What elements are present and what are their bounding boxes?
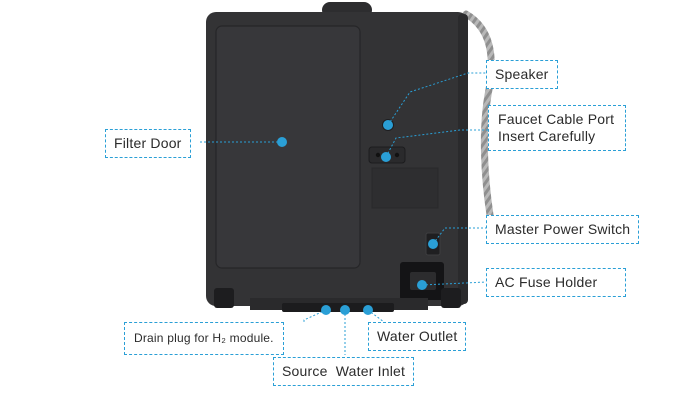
foot-right (441, 288, 461, 308)
foot-left (214, 288, 234, 308)
label-recess (371, 167, 439, 209)
leader-faucet-port (385, 129, 488, 158)
leader-speaker (387, 72, 486, 126)
braided-hose (462, 10, 496, 244)
marker-ac-fuse (417, 280, 427, 290)
leader-ac-fuse (421, 281, 487, 286)
marker-faucet-port (381, 152, 391, 162)
master-power-switch-label: Master Power Switch (486, 215, 640, 244)
filter-door-panel (215, 25, 361, 269)
bottom-port-strip (282, 303, 394, 312)
marker-drain-plug (321, 305, 331, 315)
faucet-port-line2: Insert Carefully (498, 128, 596, 144)
marker-power-switch (428, 239, 438, 249)
faucet-port-line1: Faucet Cable Port (498, 111, 615, 127)
leader-power-switch (432, 227, 486, 245)
ac-fuse-holder-label: AC Fuse Holder (486, 268, 626, 297)
faucet-port-hole-left (375, 152, 381, 158)
marker-source-inlet (340, 305, 350, 315)
speaker-label: Speaker (486, 60, 558, 89)
marker-water-outlet (363, 305, 373, 315)
leader-drain-plug (303, 309, 327, 322)
water-outlet-label: Water Outlet (368, 322, 467, 351)
faucet-port-hole-right (394, 152, 400, 158)
device-side-shade (458, 14, 468, 304)
marker-filter-door (277, 137, 287, 147)
drain-plug-label: Drain plug for H₂ module. (124, 322, 284, 355)
leader-water-outlet (367, 309, 385, 323)
source-water-inlet-label: Source Water Inlet (273, 357, 415, 386)
faucet-cable-port-label: Faucet Cable Port Insert Carefully (488, 105, 626, 151)
marker-speaker (383, 120, 393, 130)
filter-door-label: Filter Door (105, 129, 191, 158)
